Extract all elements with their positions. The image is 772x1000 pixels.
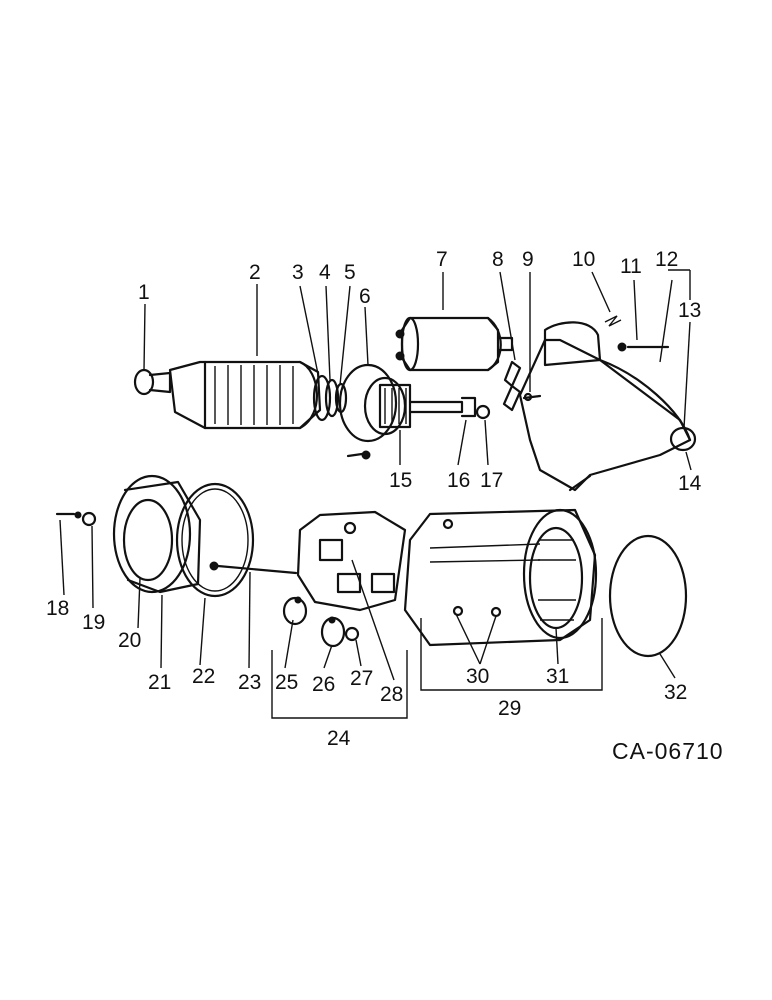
- callout-12: 12: [655, 248, 679, 271]
- callout-27: 27: [350, 667, 374, 690]
- housing-screw: [346, 450, 371, 460]
- callout-4: 4: [319, 261, 331, 284]
- callout-32: 32: [664, 681, 688, 704]
- drive-shaft: [408, 396, 491, 420]
- callout-26: 26: [312, 673, 336, 696]
- part-2-armature: [168, 360, 322, 430]
- callout-15: 15: [389, 469, 413, 492]
- part-10-11-bolt: [604, 315, 670, 352]
- callout-28: 28: [380, 683, 404, 706]
- leader-lines: [59, 269, 692, 719]
- callout-30: 30: [466, 665, 490, 688]
- callout-10: 10: [572, 248, 596, 271]
- callout-13: 13: [678, 299, 702, 322]
- callout-14: 14: [678, 472, 702, 495]
- callout-19: 19: [82, 611, 106, 634]
- part-22-gasket: [175, 482, 255, 598]
- part-20-21-end-cover: [112, 474, 202, 594]
- part-32-ring: [608, 534, 688, 658]
- figure-id-label: CA-06710: [612, 738, 724, 764]
- callout-3: 3: [292, 261, 304, 284]
- callout-23: 23: [238, 671, 262, 694]
- part-7-solenoid: [395, 316, 514, 372]
- callout-31: 31: [546, 665, 570, 688]
- callout-25: 25: [275, 671, 299, 694]
- callout-5: 5: [344, 261, 356, 284]
- callout-20: 20: [118, 629, 142, 652]
- callout-1: 1: [138, 281, 150, 304]
- callout-29: 29: [498, 697, 522, 720]
- callout-11: 11: [620, 255, 642, 278]
- part-8-9-fork-lever: [502, 360, 542, 412]
- callout-21: 21: [148, 671, 172, 694]
- part-1-cap: [133, 368, 172, 396]
- callout-8: 8: [492, 248, 504, 271]
- callout-6: 6: [359, 285, 371, 308]
- part-23-through-bolt: [209, 561, 298, 575]
- callout-17: 17: [480, 469, 504, 492]
- part-29-31-field-frame: [403, 508, 598, 647]
- callout-16: 16: [447, 469, 471, 492]
- callout-24: 24: [327, 727, 351, 750]
- part-6-drive-housing: [338, 363, 412, 443]
- callout-18: 18: [46, 597, 70, 620]
- part-12-14-nose-housing: [518, 321, 697, 492]
- callout-2: 2: [249, 261, 261, 284]
- part-24-28-brush-plate: [282, 510, 407, 648]
- part-18-19-screw-washer: [55, 511, 97, 527]
- callout-9: 9: [522, 248, 534, 271]
- callout-7: 7: [436, 248, 448, 271]
- callout-22: 22: [192, 665, 216, 688]
